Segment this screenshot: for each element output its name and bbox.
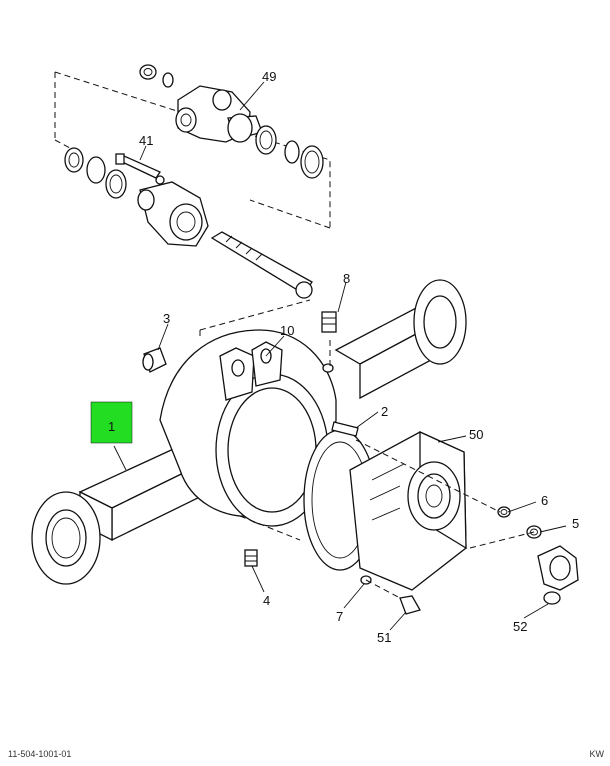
- callout-52-label: 52: [513, 619, 527, 634]
- pinion-shaft-part: [210, 231, 313, 299]
- washer-part-6: [497, 506, 511, 518]
- callout-8[interactable]: 8: [343, 271, 350, 286]
- drawing-number: 11-504-1001-01: [8, 749, 72, 759]
- callout-49-label: 49: [262, 69, 276, 84]
- bolt-part-51: [399, 595, 421, 615]
- callout-8-label: 8: [343, 271, 350, 286]
- callout-2[interactable]: 2: [381, 404, 388, 419]
- callout-2-label: 2: [381, 404, 388, 419]
- yoke-part-49: [175, 85, 263, 143]
- callout-10[interactable]: 10: [280, 323, 294, 338]
- pinion-nut-part: [139, 64, 174, 88]
- callout-5[interactable]: 5: [572, 516, 579, 531]
- callout-51[interactable]: 51: [377, 630, 391, 645]
- callout-51-label: 51: [377, 630, 391, 645]
- callout-49[interactable]: 49: [262, 69, 276, 84]
- callout-41-label: 41: [139, 133, 153, 148]
- callout-4[interactable]: 4: [263, 593, 270, 608]
- callout-1-label: 1: [108, 419, 115, 434]
- callout-50[interactable]: 50: [469, 427, 483, 442]
- callout-4-label: 4: [263, 593, 270, 608]
- callout-7[interactable]: 7: [336, 609, 343, 624]
- callout-10-label: 10: [280, 323, 294, 338]
- bearing-set-lower: [64, 147, 127, 199]
- callout-7-label: 7: [336, 609, 343, 624]
- callout-50-label: 50: [469, 427, 483, 442]
- fitting-part-3: [142, 347, 167, 373]
- callout-1-highlight-box: [90, 401, 133, 444]
- pinion-housing-part: [137, 181, 209, 247]
- callout-3[interactable]: 3: [163, 311, 170, 326]
- yoke-part-52: [537, 545, 579, 605]
- axle-housing-part-1: [31, 279, 467, 585]
- callout-6[interactable]: 6: [541, 493, 548, 508]
- plug-part-8: [321, 311, 337, 333]
- callout-52[interactable]: 52: [513, 619, 527, 634]
- drain-plug-part-4: [244, 549, 258, 567]
- callout-5-label: 5: [572, 516, 579, 531]
- callout-3-label: 3: [163, 311, 170, 326]
- callout-1-highlighted[interactable]: 1: [90, 401, 133, 444]
- bearing-set-upper: [255, 125, 324, 179]
- bolt-part-41: [115, 153, 165, 185]
- leader-lines: [113, 81, 567, 631]
- assembly-dashed-outline: [54, 71, 331, 340]
- stud-part-2: [331, 421, 359, 437]
- drawing-code: KW: [589, 749, 605, 759]
- callout-6-label: 6: [541, 493, 548, 508]
- carrier-assembly-part-50: [303, 429, 467, 591]
- callout-41[interactable]: 41: [139, 133, 153, 148]
